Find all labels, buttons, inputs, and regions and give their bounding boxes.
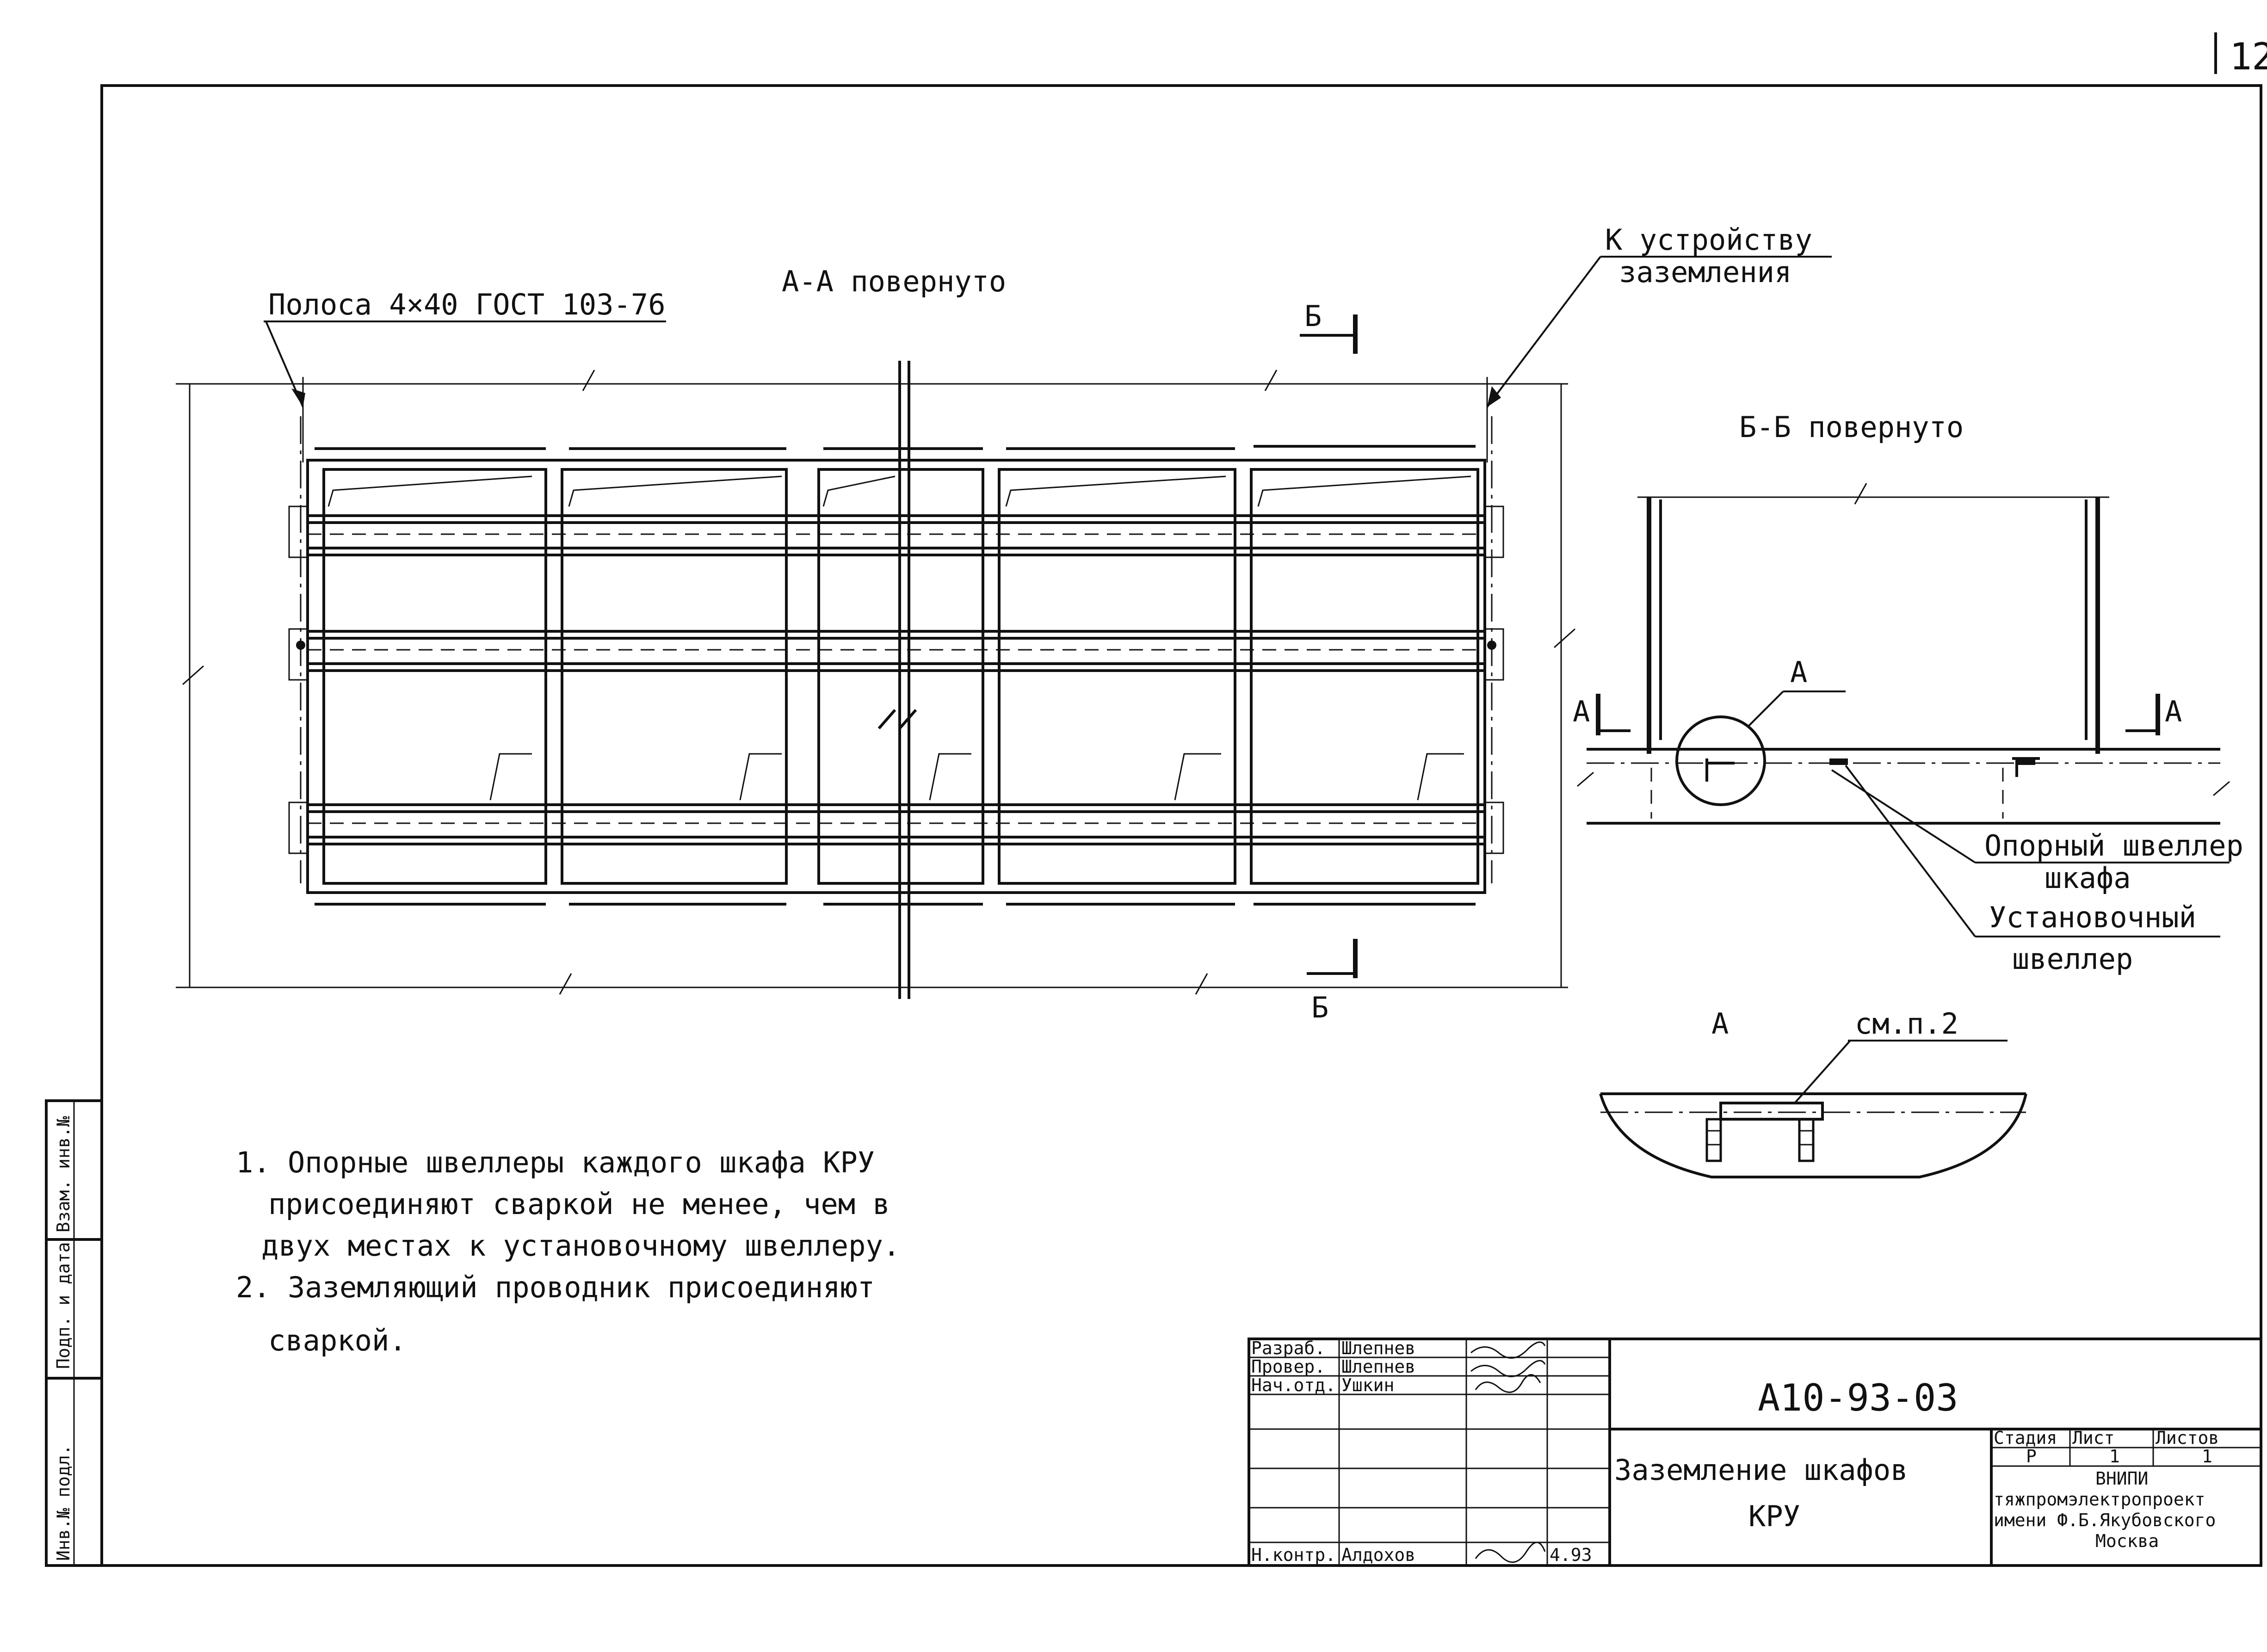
date-norm-control: 4.93: [1550, 1545, 1592, 1565]
support-channel-line1: Опорный швеллер: [1984, 829, 2243, 863]
org-line-4: Москва: [2095, 1531, 2159, 1551]
note-line-1: 1. Опорные швеллеры каждого шкафа КРУ: [236, 1146, 875, 1179]
note-line-4: 2. Заземляющий проводник присоединяют: [236, 1270, 875, 1304]
signature-4: [1475, 1541, 1546, 1563]
cut-mark-a-left: А: [1573, 695, 1590, 728]
drawing-name-line2: КРУ: [1748, 1499, 1800, 1533]
note-ref-callout: см.п.2: [1855, 1007, 1958, 1041]
role-checker: Провер.: [1251, 1356, 1325, 1377]
support-channel-line2: шкафа: [2045, 861, 2131, 895]
channels: [308, 514, 1485, 845]
col-sheets: Листов: [2156, 1428, 2219, 1448]
grounding-callout-line2: заземления: [1619, 255, 1791, 289]
sheet-value: 1: [2109, 1446, 2120, 1467]
section-bb-title: Б-Б повернуто: [1739, 410, 1964, 444]
title-block: Разраб. Шлепнев Провер. Шлепнев Нач.отд.…: [1248, 1338, 2262, 1567]
col-stage: Стадия: [1994, 1428, 2057, 1448]
drawing-frame: [100, 84, 2262, 1567]
col-sheet: Лист: [2072, 1428, 2115, 1448]
name-norm-control: Алдохов: [1341, 1545, 1415, 1565]
signature-2: [1470, 1360, 1546, 1377]
side-stamp-replace: Взам. инв.№: [53, 1116, 74, 1233]
side-stamp: Инв.№ подл. Подп. и дата Взам. инв.№: [45, 1099, 103, 1567]
detail-a-title: А: [1711, 1007, 1729, 1041]
cut-mark-b-bottom: Б: [1311, 991, 1328, 1024]
name-designer: Шлепнев: [1341, 1338, 1415, 1358]
section-bb-view: Б-Б повернуто А А А: [1573, 410, 2243, 976]
org-line-2: тяжпромэлектропроект: [1994, 1489, 2205, 1510]
sheet-number: 12: [2230, 35, 2267, 78]
signature-3: [1475, 1374, 1541, 1393]
note-line-3: двух местах к установочному швеллеру.: [261, 1229, 900, 1263]
name-checker: Шлепнев: [1341, 1356, 1415, 1377]
notes: 1. Опорные швеллеры каждого шкафа КРУ пр…: [236, 1146, 900, 1357]
grounding-callout-line1: К устройству: [1605, 223, 1812, 257]
drawing-name-line1: Заземление шкафов: [1614, 1453, 1908, 1487]
name-head: Ушкин: [1341, 1375, 1394, 1395]
signature-1: [1470, 1341, 1546, 1359]
org-line-1: ВНИПИ: [2095, 1468, 2148, 1489]
role-head: Нач.отд.: [1251, 1375, 1336, 1395]
cut-mark-a-right: А: [2165, 695, 2182, 728]
cabinet-3: [817, 447, 984, 906]
install-channel-line2: швеллер: [2012, 942, 2133, 976]
role-designer: Разраб.: [1251, 1338, 1325, 1358]
side-stamp-sign: Подп. и дата: [53, 1242, 74, 1369]
install-channel-line1: Установочный: [1989, 900, 2196, 934]
section-aa-title: А-А повернуто: [782, 265, 1006, 298]
section-aa-view: А-А повернуто Полоса 4×40 ГОСТ 103-76 К …: [176, 223, 1832, 1024]
cut-mark-b-top: Б: [1304, 299, 1322, 333]
cabinet-4: [998, 447, 1236, 906]
note-line-5: сваркой.: [268, 1324, 407, 1357]
cabinet-2: [561, 447, 788, 906]
sheets-value: 1: [2202, 1446, 2212, 1467]
cabinet-5: [1250, 445, 1479, 906]
org-line-3: имени Ф.Б.Якубовского: [1994, 1510, 2216, 1530]
cabinet-1: [315, 447, 547, 906]
strip-callout-text: Полоса 4×40 ГОСТ 103-76: [268, 288, 666, 321]
role-norm-control: Н.контр.: [1251, 1545, 1336, 1565]
side-stamp-inv: Инв.№ подл.: [53, 1444, 74, 1561]
stage-value: Р: [2026, 1446, 2037, 1467]
note-line-2: присоединяют сваркой не менее, чем в: [268, 1187, 890, 1221]
detail-a-view: А см.п.2: [1599, 1007, 2027, 1178]
drawing-code: А10-93-03: [1758, 1376, 1958, 1419]
detail-mark-a: А: [1790, 655, 1807, 689]
